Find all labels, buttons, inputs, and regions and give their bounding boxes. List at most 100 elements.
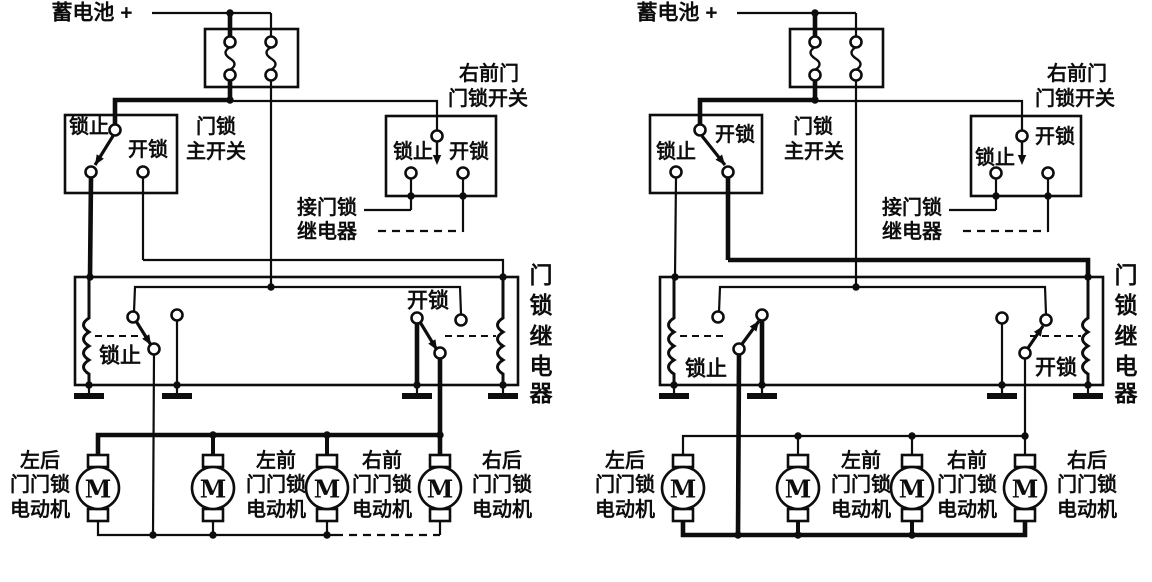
fuse-1 — [808, 35, 822, 49]
relay-unlock-lever — [428, 339, 437, 350]
fuse-2 — [264, 35, 278, 49]
motor-left-rear-letter: M — [85, 475, 112, 504]
motor-left-rear-label: 电动机 — [595, 497, 655, 521]
motor-right-front-letter: M — [314, 475, 341, 504]
main-switch-lock-label: 锁止 — [69, 114, 109, 138]
relay-lock-ground-contact — [170, 308, 184, 322]
motor-left-rear-label: 电动机 — [10, 497, 70, 521]
main-switch-name-line1: 门锁 — [793, 114, 833, 138]
to-relay-label-line2: 继电器 — [297, 219, 358, 243]
diagram-lock-state: 蓄电池 +锁止开锁门锁主开关锁止开锁门锁继电器M左后门门锁电动机M左前门门锁电动… — [10, 2, 554, 539]
door-switch-lever — [432, 155, 442, 165]
motor-left-front-terminal — [786, 507, 810, 523]
relay-name-char: 电 — [530, 353, 553, 379]
battery-label: 蓄电池 + — [51, 2, 132, 25]
bottom-bus-wire — [680, 521, 1028, 538]
motor-left-rear-terminal — [671, 453, 695, 469]
unlock-coil-wire — [143, 258, 505, 277]
fuse-1 — [223, 35, 237, 49]
motor-right-front-label: 电动机 — [937, 497, 997, 521]
main-switch-feed-wire — [697, 97, 815, 126]
relay-unlock-feed-contact — [1039, 313, 1053, 327]
motor-right-rear-body — [417, 465, 463, 511]
relay-name-char: 锁 — [1115, 292, 1138, 318]
motor-left-front-body — [775, 465, 821, 511]
motor-right-front-label: 右前 — [947, 448, 987, 472]
fuse-1 — [809, 45, 821, 71]
relay-unlock-armature — [433, 346, 447, 360]
relay-name-char: 器 — [529, 380, 554, 406]
door-switch-feed-wire — [815, 99, 1024, 131]
motor-right-front-label: 门门锁 — [352, 472, 412, 496]
motor-left-front-label: 左前 — [841, 448, 881, 472]
motor-left-front-label: 门门锁 — [246, 472, 306, 496]
relay-lock-armature — [147, 342, 161, 356]
to-relay-label-line1: 接门锁 — [882, 195, 942, 219]
relay-name-char: 器 — [1114, 380, 1139, 406]
main-switch-lever — [95, 154, 104, 165]
motor-right-front-terminal — [315, 453, 339, 469]
main-switch-unlock-terminal — [136, 165, 150, 179]
junction-dot — [908, 432, 916, 440]
main-switch-unlock-terminal — [721, 165, 735, 179]
door-switch-common-terminal — [1015, 129, 1029, 143]
door-switch-unlock-label: 开锁 — [1035, 124, 1075, 148]
relay-unlock-lever — [1033, 326, 1043, 337]
door-switch-common-terminal — [430, 129, 444, 143]
main-switch-common-terminal — [693, 123, 707, 137]
to-relay-label-line2: 继电器 — [882, 219, 943, 243]
lock-coil-wire — [87, 177, 94, 278]
relay-unlock-armature — [1018, 346, 1032, 360]
main-switch-lock-label: 锁止 — [656, 139, 696, 163]
motor-right-rear-letter: M — [427, 475, 454, 504]
main-switch-name-line1: 门锁 — [196, 114, 236, 138]
motor-right-rear-label: 右后 — [482, 448, 522, 472]
motor-left-front-terminal — [201, 453, 225, 469]
front-right-door-switch — [969, 114, 1083, 198]
door-switch-lock-terminal — [989, 166, 1003, 180]
unlock-coil-wire — [728, 257, 1091, 277]
relay-lock-feed-contact — [126, 310, 140, 324]
motor-left-front-body — [190, 465, 236, 511]
lock-motor-wire — [151, 354, 156, 536]
relay-name-char: 门 — [1115, 262, 1138, 288]
door-switch-unlock-terminal — [1041, 166, 1055, 180]
motor-left-front-label: 电动机 — [831, 497, 891, 521]
relay-lock-lever — [142, 334, 151, 345]
door-switch-lever — [1017, 155, 1027, 165]
junction-dot — [436, 431, 444, 439]
door-switch-name-line1: 右前门 — [1047, 61, 1107, 85]
relay-lock-lever — [749, 321, 759, 332]
junction-dot — [323, 431, 331, 439]
door-lock-relay — [73, 275, 520, 387]
main-switch-unlock-label: 开锁 — [715, 122, 755, 146]
relay-name-char: 门 — [530, 262, 553, 288]
fuse-2 — [849, 35, 863, 49]
motor-left-rear-letter: M — [670, 475, 697, 504]
main-switch-lever — [715, 154, 725, 165]
relay-contact-feed-wire — [132, 285, 463, 315]
motor-left-rear-terminal — [86, 453, 110, 469]
fuse-1 — [808, 68, 822, 82]
relay-unlock-label: 开锁 — [1035, 356, 1077, 380]
battery-label: 蓄电池 + — [636, 2, 717, 25]
fuse-2 — [849, 68, 863, 82]
relay-name-char: 继 — [1115, 323, 1138, 349]
junction-dot — [209, 531, 217, 539]
front-right-door-switch — [384, 114, 498, 198]
junction-dot — [267, 283, 275, 291]
relay-lock-ground-contact — [755, 308, 769, 322]
lock-coil-wire — [673, 177, 678, 278]
relay-lock-coil — [82, 277, 92, 385]
door-switch-unlock-terminal — [456, 166, 470, 180]
relay-unlock-ground-contact — [995, 311, 1009, 325]
junction-dot — [323, 531, 331, 539]
motor-left-front-label: 左前 — [256, 448, 296, 472]
main-switch-unlock-label: 开锁 — [128, 137, 168, 161]
motor-left-rear-terminal — [86, 507, 110, 523]
relay-unlock-coil — [496, 277, 506, 385]
motor-right-front-terminal — [315, 507, 339, 523]
junction-dot — [734, 531, 742, 539]
motor-right-front-label: 门门锁 — [937, 472, 997, 496]
fuse-2 — [264, 68, 278, 82]
